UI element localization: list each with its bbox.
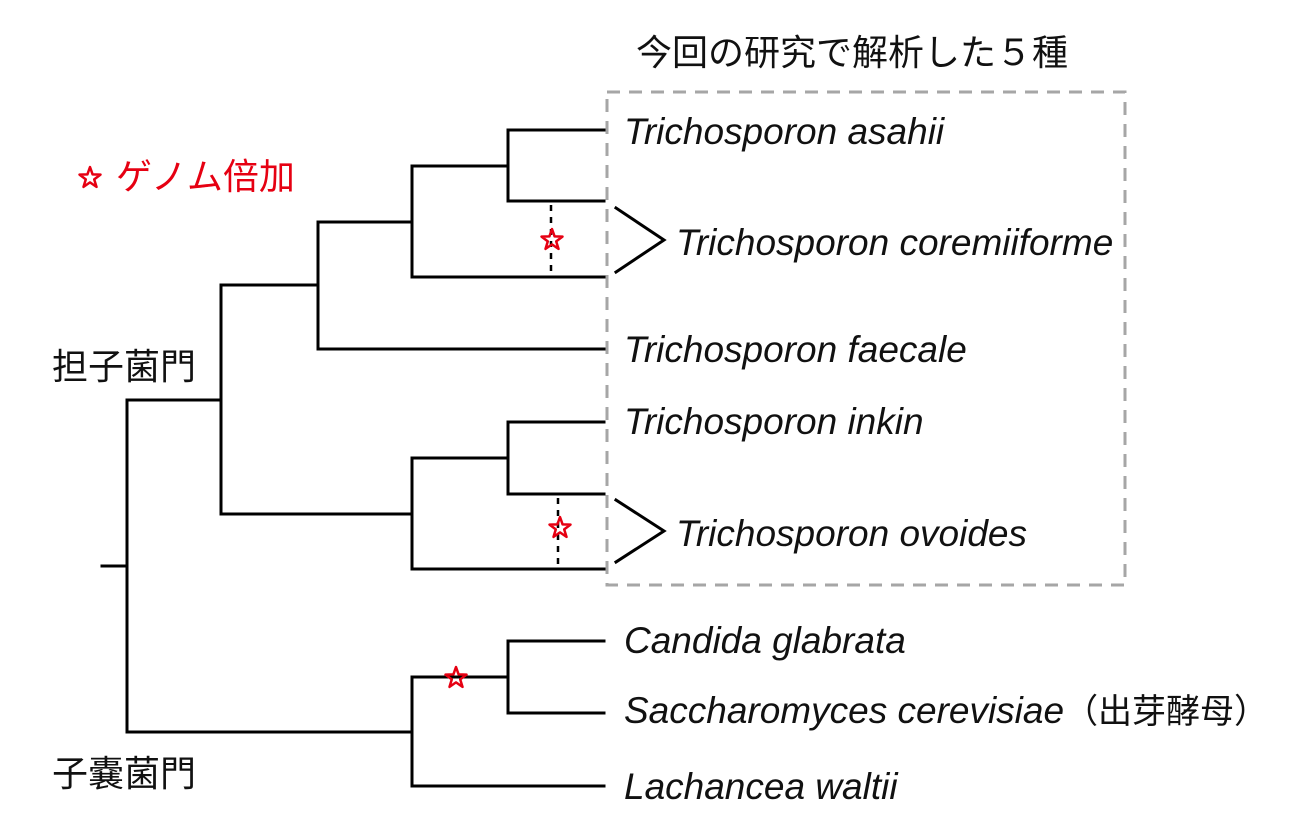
- species-label: Trichosporon coremiiforme: [676, 222, 1114, 263]
- species-label: Candida glabrata: [624, 620, 906, 661]
- phylum-label-ascomycota: 子嚢菌門: [52, 754, 197, 795]
- species-label: Trichosporon ovoides: [676, 513, 1027, 554]
- star-icon: [444, 665, 468, 689]
- star-icon: [540, 227, 564, 251]
- species-label-cerevisiae: Saccharomyces cerevisiae（出芽酵母）: [624, 692, 1268, 729]
- legend-star-icon: [78, 165, 102, 189]
- coremii-merge-bracket: [613, 205, 667, 275]
- species-label: Trichosporon inkin: [624, 401, 924, 442]
- phylum-label-basidiomycota: 担子菌門: [52, 347, 197, 388]
- species-label: Trichosporon faecale: [624, 329, 967, 370]
- star-icon: [548, 515, 572, 539]
- duplication-dashed-lines: [549, 205, 560, 568]
- legend-label: ゲノム倍加: [116, 157, 295, 198]
- species-label: Trichosporon asahii: [624, 111, 945, 152]
- species-name: Saccharomyces cerevisiae: [624, 690, 1065, 731]
- species-common-name: （出芽酵母）: [1064, 692, 1269, 732]
- tree-branches: [100, 128, 667, 788]
- ovoides-merge-bracket: [613, 497, 667, 565]
- species-label: Lachancea waltii: [624, 766, 898, 807]
- duplication-markers: [78, 165, 572, 689]
- page-title: 今回の研究で解析した５種: [636, 33, 1069, 74]
